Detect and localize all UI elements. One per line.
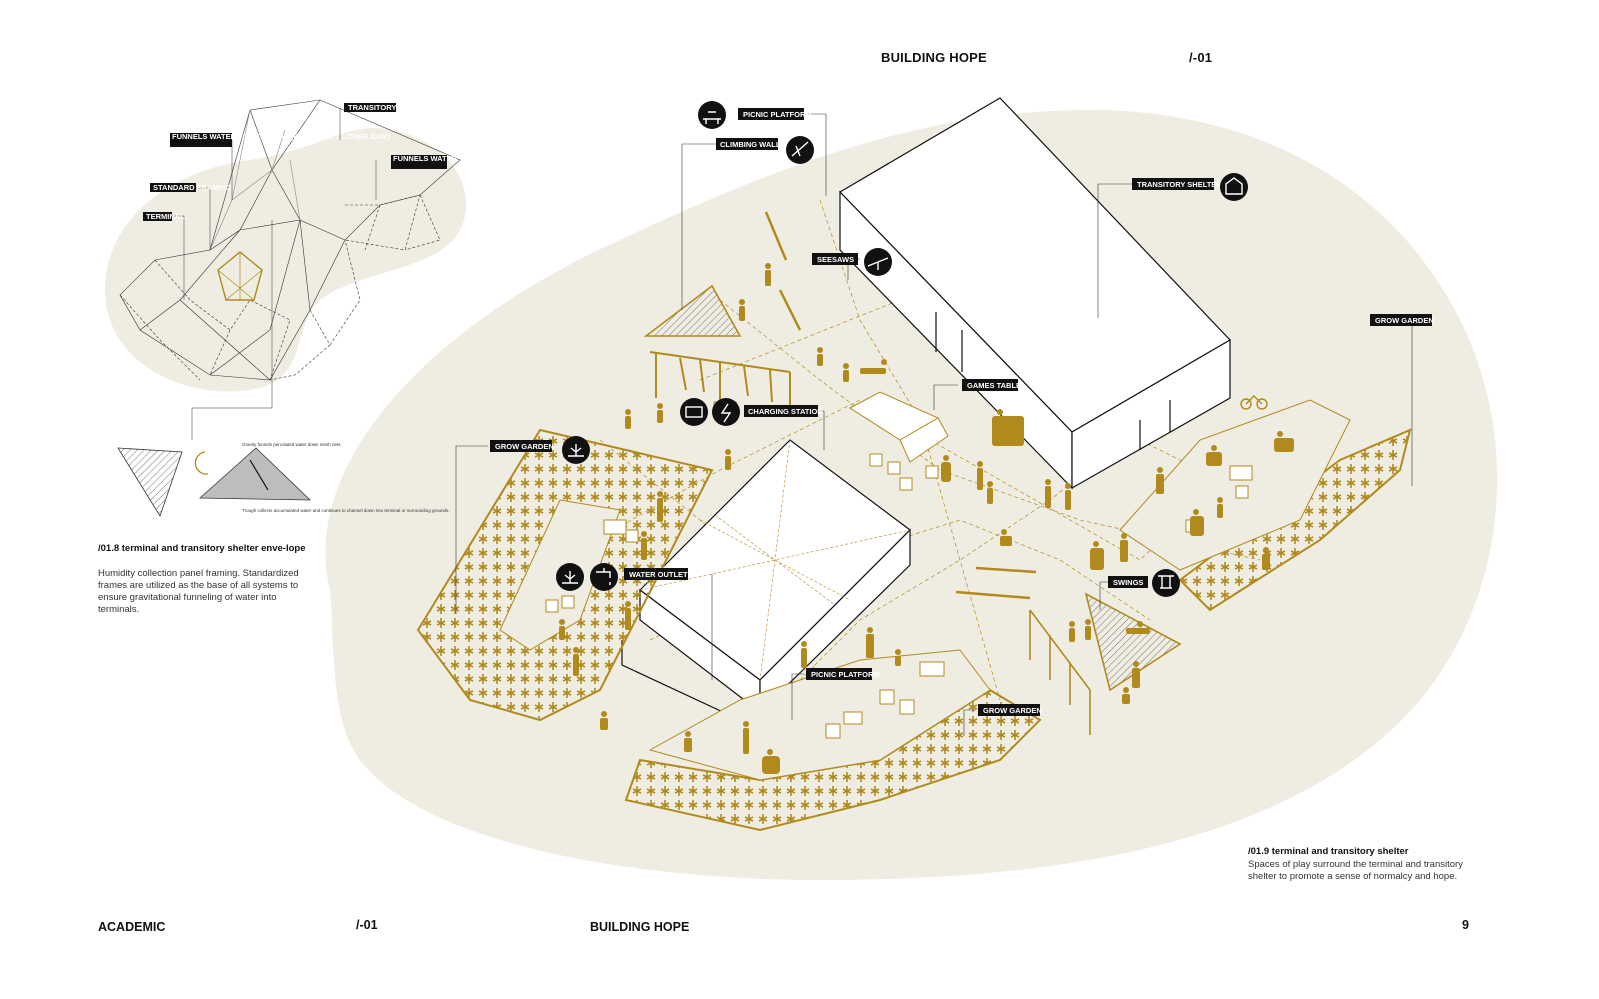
terminal-building (621, 439, 911, 721)
climbing-wall (643, 284, 742, 337)
tag-picnic-platform-bottom: PICNIC PLATFORM (806, 668, 880, 680)
climbing-icon (786, 136, 814, 164)
footer-left: ACADEMIC (98, 920, 166, 934)
svg-text:CLIMBING WALL: CLIMBING WALL (720, 140, 781, 149)
inset-terminal-highlight (217, 251, 263, 301)
people (559, 263, 1294, 774)
tag-grow-garden-right: GROW GARDEN (1370, 314, 1434, 326)
svg-text:FUNNELS WATER TO TERMINAL (600: FUNNELS WATER TO TERMINAL (600 TO 1,271 … (172, 132, 390, 141)
svg-text:GROW GARDEN: GROW GARDEN (983, 706, 1042, 715)
svg-text:PICNIC PLATFORM: PICNIC PLATFORM (743, 110, 812, 119)
garden-icon-2 (556, 563, 584, 591)
main-site-ground (325, 110, 1498, 880)
footer-left-number: /-01 (356, 918, 378, 932)
page-header-number: /-01 (1189, 50, 1213, 65)
svg-text:FUNNELS WATER TO GROUND (577 T: FUNNELS WATER TO GROUND (577 TO 1,155 LI… (393, 154, 606, 163)
seesaws (764, 211, 1037, 600)
water-tap-icon (590, 563, 618, 591)
caption-left-body: Humidity collection panel framing. Stand… (98, 568, 299, 615)
svg-text:GROW GARDEN: GROW GARDEN (495, 442, 554, 451)
swings-triangle (1084, 592, 1182, 692)
transitory-shelter-building (839, 97, 1231, 490)
tag-picnic-platform-top: PICNIC PLATFORM (738, 108, 812, 120)
inset-tag-transitory-shelter: TRANSITORY SHELTER (344, 103, 433, 112)
shelter-icon (1220, 173, 1248, 201)
caption-right-title: /01.9 terminal and transitory shelter (1248, 846, 1409, 857)
page-number: 9 (1462, 918, 1469, 932)
swing-icon (1152, 569, 1180, 597)
svg-text:SWINGS: SWINGS (1113, 578, 1143, 587)
svg-text:GROW GARDEN: GROW GARDEN (1375, 316, 1434, 325)
svg-text:TERMINAL: TERMINAL (146, 212, 185, 221)
svg-text:GAMES TABLE: GAMES TABLE (967, 381, 1021, 390)
tag-water-outlet: WATER OUTLET (624, 568, 688, 580)
svg-text:TRANSITORY SHELTER: TRANSITORY SHELTER (348, 103, 433, 112)
tag-seesaws: SEESAWS (812, 253, 858, 265)
panel-triangle-mesh (117, 447, 183, 517)
tag-climbing-wall: CLIMBING WALL (716, 138, 781, 150)
caption-left-title: /01.8 terminal and transitory shelter en… (98, 543, 306, 554)
tag-grow-garden-left: GROW GARDEN (490, 440, 554, 452)
seesaw-icon (864, 248, 892, 276)
inset-tag-standard-framing: STANDARD FRAMING (150, 183, 232, 192)
note-trough: Trough collects accumulated water and co… (242, 508, 449, 513)
inset-tag-funnels-ground: FUNNELS WATER TO GROUND (577 TO 1,155 LI… (391, 154, 606, 169)
picnic-icon (698, 101, 726, 129)
inset-tag-terminal: TERMINAL (143, 212, 185, 221)
charging-icon (712, 398, 740, 426)
tag-games-table: GAMES TABLE (962, 379, 1021, 391)
svg-text:TRANSITORY SHELTER: TRANSITORY SHELTER (1137, 180, 1222, 189)
rotate-arrow-icon (194, 451, 209, 475)
garden-icon (562, 436, 590, 464)
svg-text:CHARGING STATION: CHARGING STATION (748, 407, 823, 416)
caption-right-body: Spaces of play surround the terminal and… (1248, 859, 1463, 882)
bicycle (1240, 395, 1268, 410)
tag-grow-garden-bottom: GROW GARDEN (978, 704, 1042, 716)
games-icon (680, 398, 708, 426)
swing-set (649, 351, 791, 412)
footer-center: BUILDING HOPE (590, 920, 690, 934)
svg-text:SEESAWS: SEESAWS (817, 255, 854, 264)
tag-charging-station: CHARGING STATION (744, 405, 823, 417)
page-header-title: BUILDING HOPE (881, 50, 987, 65)
fence (1029, 609, 1091, 735)
inset-tag-funnels-terminal: FUNNELS WATER TO TERMINAL (600 TO 1,271 … (170, 132, 390, 147)
svg-text:WATER OUTLET: WATER OUTLET (629, 570, 688, 579)
svg-text:STANDARD FRAMING: STANDARD FRAMING (153, 183, 232, 192)
note-gravity-funnels: Gravity funnels percolated water down me… (242, 442, 341, 447)
svg-text:PICNIC PLATFORM: PICNIC PLATFORM (811, 670, 880, 679)
tag-transitory-shelter: TRANSITORY SHELTER (1132, 178, 1222, 190)
panel-triangle-trough (198, 447, 312, 501)
tag-swings: SWINGS (1108, 576, 1148, 588)
